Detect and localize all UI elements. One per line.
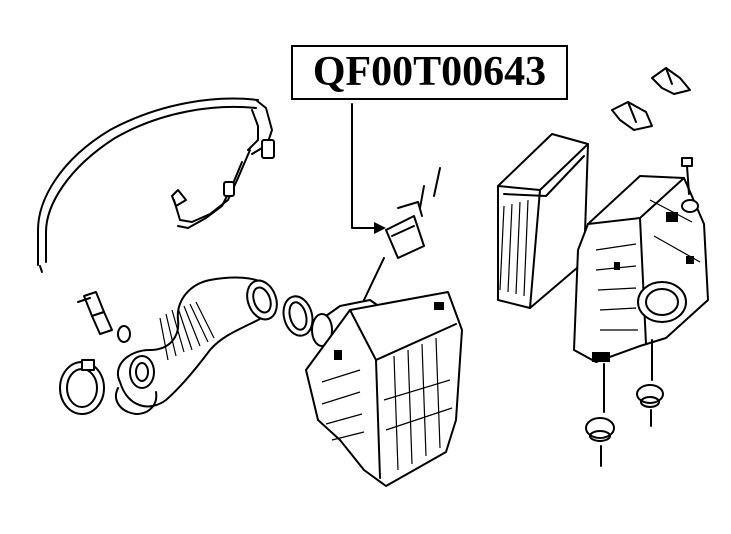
hose-clamp-left xyxy=(59,359,105,415)
air-filter-element xyxy=(497,133,589,309)
hose-clamp-middle xyxy=(282,295,314,337)
pcv-valve xyxy=(77,291,131,343)
breather-hose xyxy=(37,97,275,273)
airbox-lower-housing xyxy=(305,291,463,487)
mounting-bolt xyxy=(681,157,699,213)
maf-sensor xyxy=(363,167,441,301)
leader-arrow xyxy=(351,103,386,234)
part-number-label: QF00T00643 xyxy=(291,45,568,100)
retaining-clips xyxy=(611,67,691,131)
rubber-grommets xyxy=(585,339,664,467)
airbox-upper-cover xyxy=(573,175,709,363)
intake-tube xyxy=(115,276,278,415)
